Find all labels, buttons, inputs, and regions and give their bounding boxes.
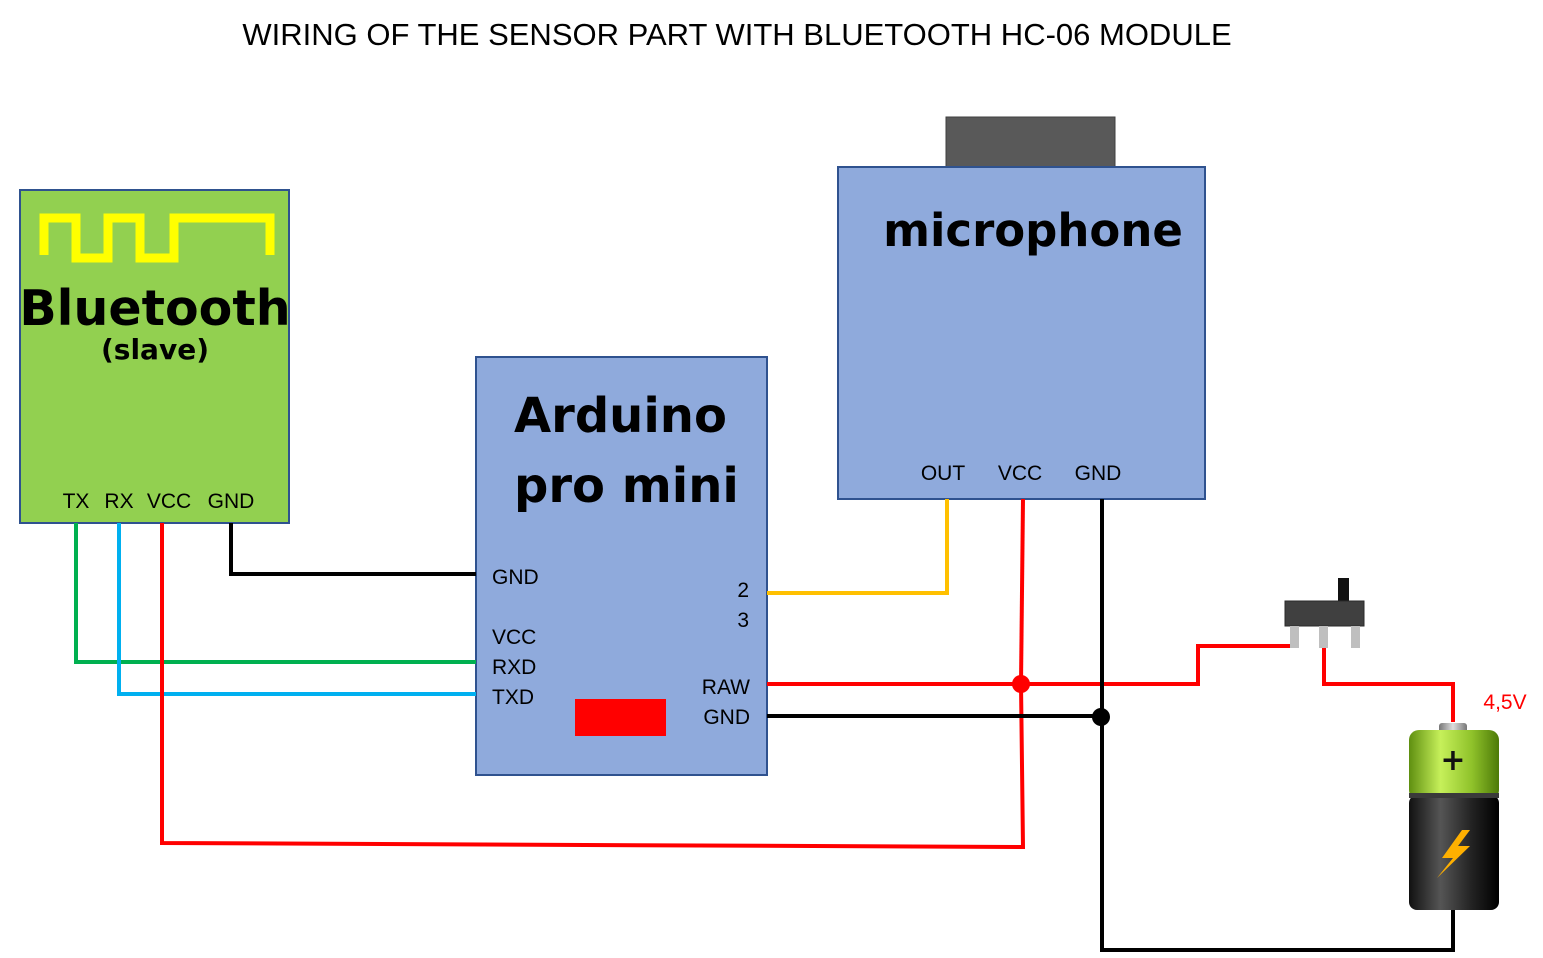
power-junction-node: [1012, 675, 1030, 693]
microphone-pin-out: OUT: [921, 462, 966, 485]
arduino-label-line1: Arduino: [514, 388, 727, 444]
bluetooth-pin-rx: RX: [104, 490, 133, 513]
wire-bt-rx-to-txd: [117, 523, 476, 696]
arduino-pin-raw: RAW: [702, 676, 750, 699]
wire-mic-gnd-to-battery: [1100, 499, 1455, 952]
arduino-pin-txd: TXD: [492, 686, 534, 709]
lightning-icon: [1437, 830, 1470, 878]
bluetooth-pin-gnd: GND: [208, 490, 255, 513]
arduino-label-line2: pro mini: [514, 458, 739, 514]
bluetooth-pin-vcc: VCC: [147, 490, 191, 513]
bluetooth-module: Bluetooth (slave) TX RX VCC GND: [19, 189, 291, 524]
bluetooth-wave-icon: [39, 213, 275, 263]
diagram-title: WIRING OF THE SENSOR PART WITH BLUETOOTH…: [242, 17, 1231, 52]
arduino-red-component: [575, 699, 666, 736]
arduino-pin-3: 3: [737, 609, 749, 632]
wire-raw-to-switch: [767, 638, 1297, 686]
switch-lever: [1338, 578, 1349, 608]
switch-body: [1284, 600, 1365, 627]
wire-switch-to-battery: [1322, 646, 1455, 722]
switch-pin-middle: [1319, 626, 1328, 648]
bluetooth-label: Bluetooth: [19, 280, 290, 337]
wires: [74, 498, 1455, 952]
switch-pin-right: [1351, 626, 1360, 648]
bluetooth-pin-tx: TX: [63, 490, 90, 513]
battery-icon: 4,5V +: [1409, 691, 1527, 910]
arduino-board: Arduino pro mini GND VCC RXD TXD 2 3 RAW…: [475, 356, 768, 776]
arduino-pin-rxd: RXD: [492, 656, 536, 679]
microphone-pin-vcc: VCC: [998, 462, 1042, 485]
slide-switch[interactable]: [1284, 578, 1365, 648]
microphone-module: microphone OUT VCC GND: [837, 116, 1206, 500]
battery-plus-sign: +: [1440, 743, 1465, 778]
microphone-label: microphone: [883, 204, 1183, 257]
bluetooth-subtitle: (slave): [101, 333, 209, 366]
battery-voltage-label: 4,5V: [1483, 691, 1526, 714]
arduino-pin-gnd-right: GND: [703, 706, 750, 729]
microphone-pin-gnd: GND: [1075, 462, 1122, 485]
battery-top-half: [1409, 730, 1499, 800]
wire-mic-vcc: [1019, 498, 1025, 685]
bluetooth-module-body: [19, 189, 290, 524]
switch-pin-left: [1290, 626, 1299, 648]
wire-bt-tx-to-rxd: [74, 523, 476, 664]
arduino-pin-vcc: VCC: [492, 626, 536, 649]
arduino-pin-gnd-left: GND: [492, 566, 539, 589]
wire-bt-gnd-to-arduino-gnd: [229, 523, 476, 576]
wire-pin2-to-mic-out: [767, 499, 949, 595]
wire-bt-vcc-to-power: [160, 523, 1026, 850]
ground-junction-node: [1092, 708, 1110, 726]
microphone-capsule: [945, 116, 1116, 168]
arduino-pin-2: 2: [737, 579, 749, 602]
